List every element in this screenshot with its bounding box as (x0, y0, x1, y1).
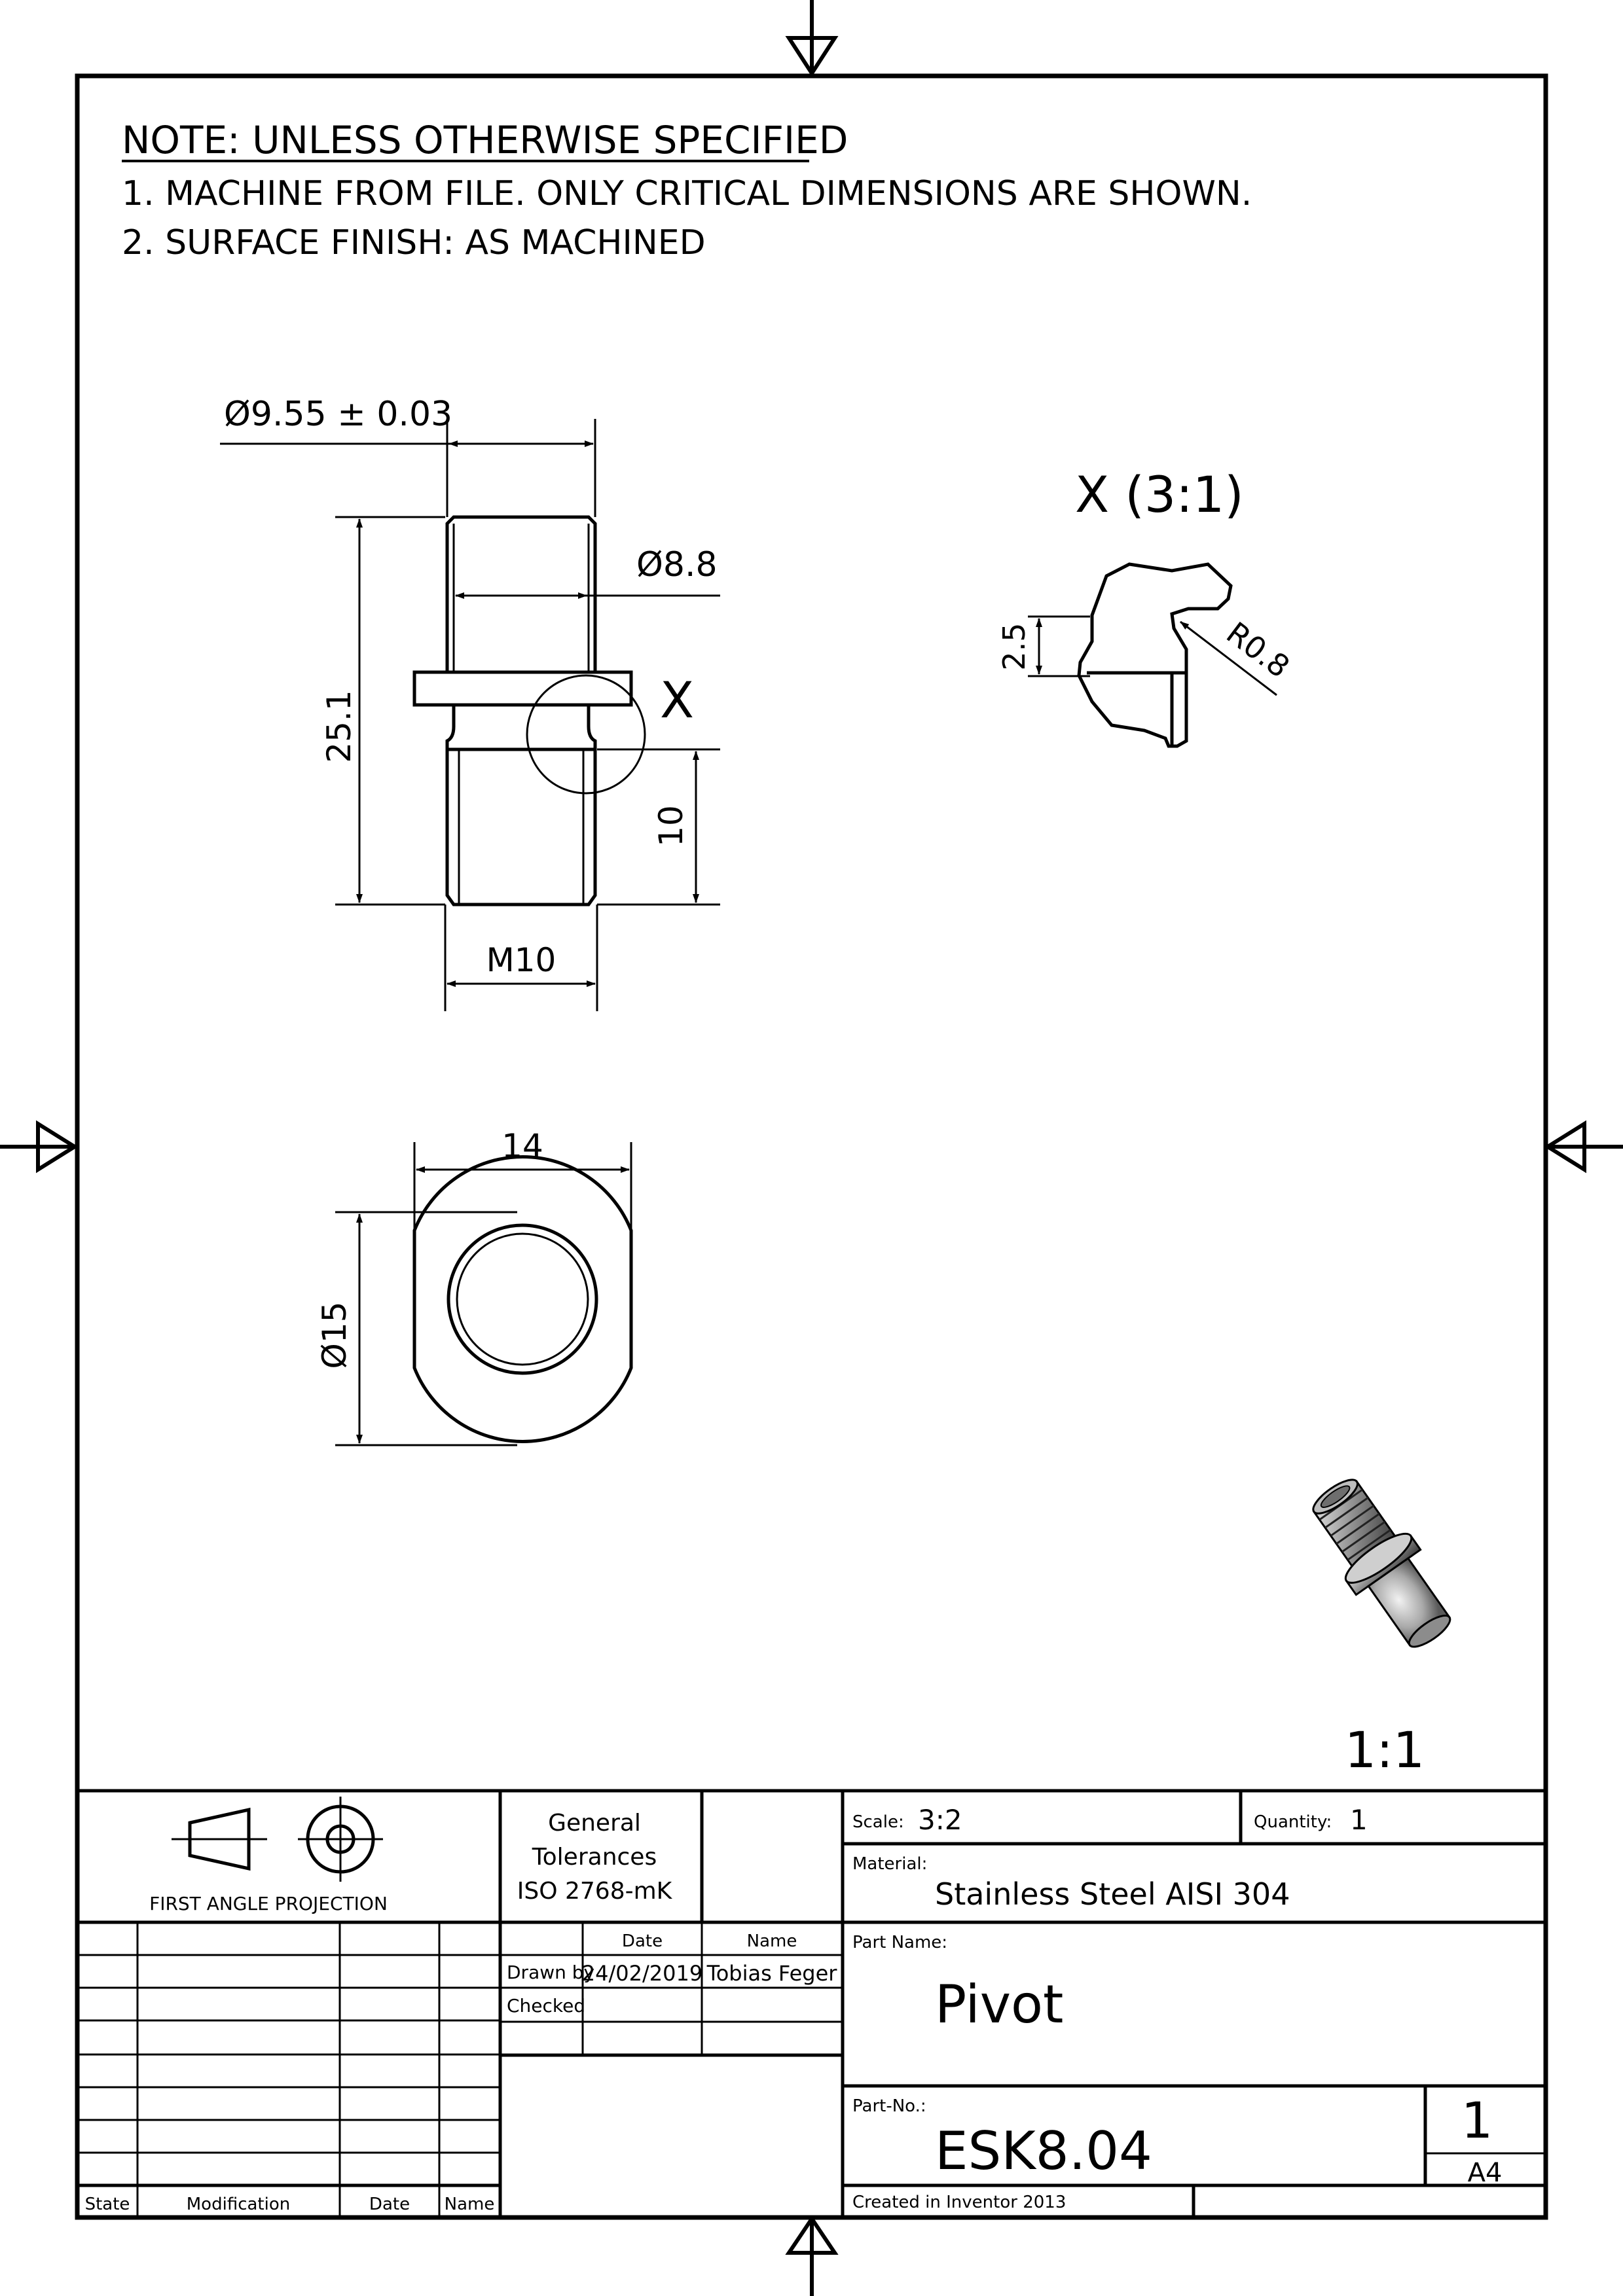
title-block: FIRST ANGLE PROJECTION General Tolerance… (77, 1789, 1546, 2217)
quantity-value: 1 (1350, 1804, 1368, 1836)
drawn-name: Tobias Feger (706, 1961, 838, 1986)
material-caption: Material: (852, 1854, 927, 1874)
material-value: Stainless Steel AISI 304 (935, 1876, 1290, 1912)
note-2: 2. SURFACE FINISH: AS MACHINED (122, 223, 706, 262)
dim-top-diameter: Ø9.55 ± 0.03 (224, 395, 452, 434)
dim-outer-diameter: Ø15 (316, 1302, 354, 1369)
dim-inner-diameter: Ø8.8 (636, 545, 718, 584)
tolerances-line-2: Tolerances (532, 1844, 657, 1871)
rev-col-date: Date (369, 2195, 410, 2214)
quantity-caption: Quantity: (1254, 1812, 1332, 1832)
detail-title: X (3:1) (1075, 465, 1244, 524)
checked-label: Checked (507, 1995, 585, 2017)
projection-label: FIRST ANGLE PROJECTION (149, 1893, 388, 1914)
detail-x-circle (526, 674, 646, 795)
detail-view: X (3:1) 2.5 R0.8 (996, 465, 1296, 748)
projection-symbol-icon (172, 1797, 383, 1882)
tolerances-line-1: General (548, 1810, 641, 1837)
rev-col-state: State (85, 2195, 130, 2214)
date-header: Date (622, 1931, 663, 1951)
dim-thread-length: 10 (652, 805, 690, 847)
drawn-date: 24/02/2019 (582, 1961, 702, 1986)
note-1: 1. MACHINE FROM FILE. ONLY CRITICAL DIME… (122, 174, 1252, 213)
part-no-caption: Part-No.: (852, 2096, 926, 2116)
rev-col-name: Name (445, 2195, 495, 2214)
detail-dim-height: 2.5 (996, 622, 1032, 670)
part-no-value: ESK8.04 (935, 2121, 1152, 2181)
sheet-size: A4 (1468, 2158, 1503, 2188)
scale-value: 3:2 (918, 1804, 962, 1836)
iso-scale-label: 1:1 (1345, 1721, 1425, 1779)
scale-caption: Scale: (852, 1812, 904, 1832)
dim-thread-size: M10 (486, 941, 556, 979)
dim-flats: 14 (501, 1127, 543, 1165)
part-name-caption: Part Name: (852, 1933, 947, 1952)
rev-col-modification: Modification (187, 2195, 290, 2214)
name-header: Name (747, 1931, 797, 1951)
end-view: 14 Ø15 (316, 1127, 633, 1446)
iso-view (1312, 1479, 1451, 1648)
front-view: X Ø9.55 ± 0.03 Ø8.8 25.1 10 (220, 395, 720, 1011)
sheet-number: 1 (1461, 2091, 1493, 2149)
created-in: Created in Inventor 2013 (852, 2193, 1066, 2212)
detail-dim-radius: R0.8 (1220, 615, 1296, 685)
notes-block: NOTE: UNLESS OTHERWISE SPECIFIED 1. MACH… (122, 118, 1252, 262)
drawn-by-label: Drawn by (507, 1962, 594, 1983)
tolerances-line-3: ISO 2768-mK (517, 1878, 673, 1905)
dim-overall-length: 25.1 (320, 690, 358, 762)
part-name-value: Pivot (935, 1974, 1063, 2035)
notes-heading: NOTE: UNLESS OTHERWISE SPECIFIED (122, 118, 848, 162)
detail-x-marker: X (660, 671, 694, 729)
